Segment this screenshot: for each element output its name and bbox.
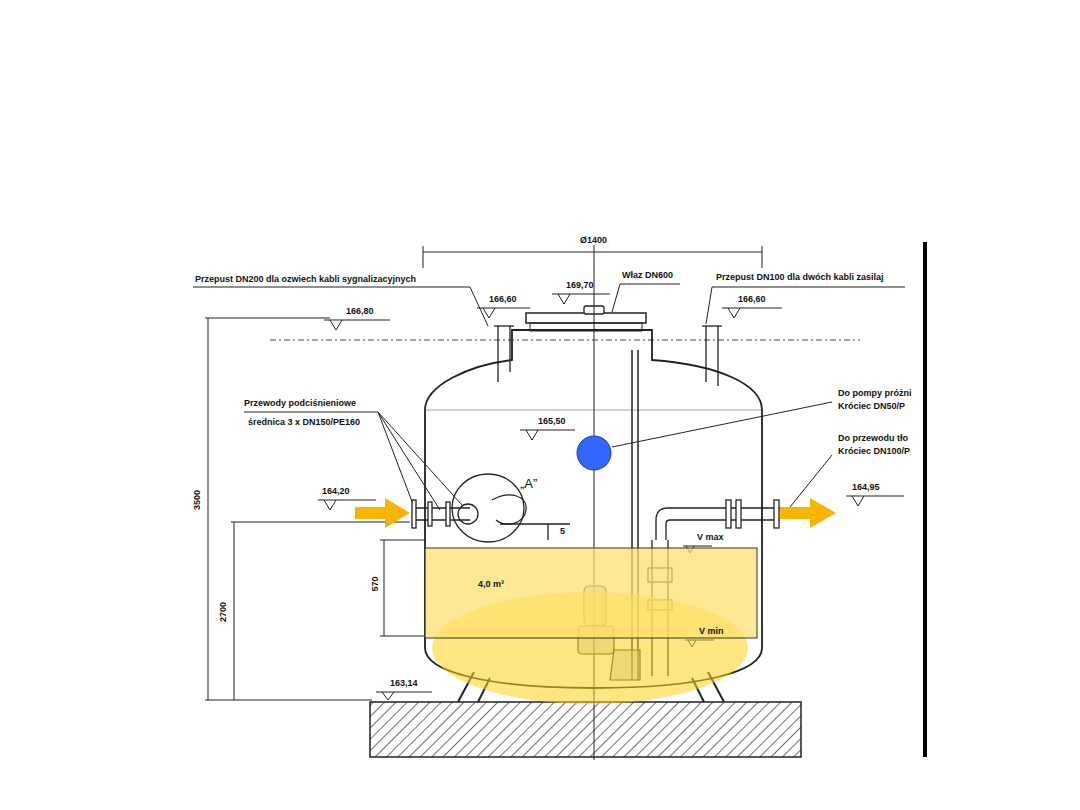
drawing-label: 5 xyxy=(560,527,565,537)
drawing-label: 166,60 xyxy=(738,295,766,305)
drawing-label: Przepust DN200 dla ozwiech kabli sygnali… xyxy=(195,275,416,285)
drawing-label: 166,60 xyxy=(489,295,517,305)
drawing-label: Do przewodu tło xyxy=(838,434,908,444)
drawing-label: Króciec DN100/P xyxy=(838,447,910,457)
drawing-label: V min xyxy=(699,627,724,637)
drawing-label: Właz DN600 xyxy=(622,271,673,281)
drawing-label: średnica 3 x DN150/PE160 xyxy=(248,418,360,428)
drawing-label: Ø1400 xyxy=(580,236,607,246)
drawing-label: Przepust DN100 dla dwóch kabli zasilaj xyxy=(716,273,884,283)
drawing-label: 165,50 xyxy=(538,417,566,427)
drawing-label: V max xyxy=(697,533,724,543)
drawing-label: 166,80 xyxy=(346,307,374,317)
drawing-label: 3500 xyxy=(193,490,203,510)
drawing-label: „A” xyxy=(520,477,537,491)
drawing-label: 570 xyxy=(371,576,381,591)
drawing-label: Do pompy próżni xyxy=(838,389,912,399)
drawing-label: Króciec DN50/P xyxy=(838,402,905,412)
drawing-label: 4,0 m³ xyxy=(478,580,504,590)
drawing-label: Przewody podciśnieniowe xyxy=(244,399,356,409)
drawing-label: 164,20 xyxy=(322,487,350,497)
drawing-label: 2700 xyxy=(219,602,229,622)
drawing-label: 163,14 xyxy=(390,679,418,689)
drawing-label: 164,95 xyxy=(852,483,880,493)
drawing-label: 169,70 xyxy=(566,281,594,291)
